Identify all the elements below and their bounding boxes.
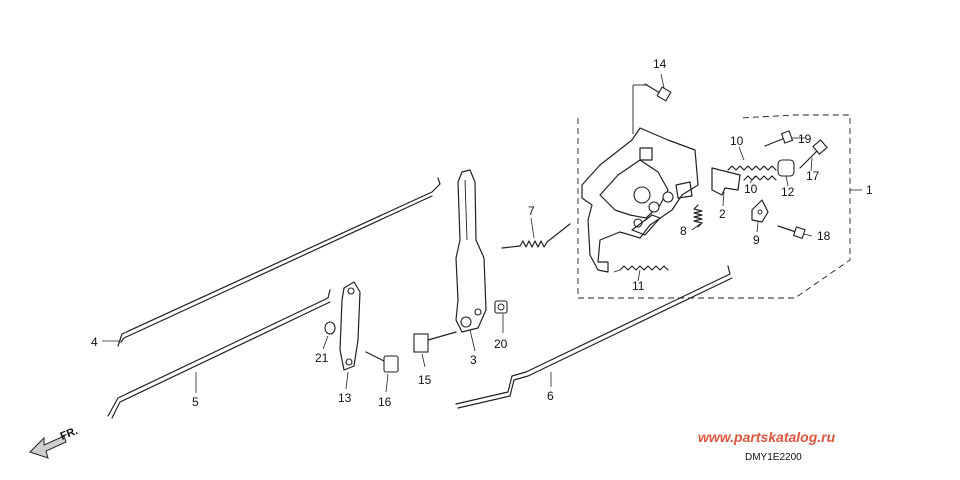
label-2: 2 <box>719 207 726 221</box>
rod-4 <box>117 177 441 347</box>
washer-21 <box>324 321 336 335</box>
leader-lines <box>102 73 813 393</box>
label-11: 11 <box>632 279 645 293</box>
label-17: 17 <box>806 169 820 183</box>
label-20: 20 <box>494 337 508 351</box>
label-5: 5 <box>192 395 199 409</box>
rod-5 <box>107 289 331 419</box>
label-7: 7 <box>528 204 535 218</box>
label-18: 18 <box>817 229 831 243</box>
front-direction-label: FR. <box>59 425 80 443</box>
label-1: 1 <box>866 183 873 197</box>
front-direction-arrow: FR. <box>29 425 80 459</box>
bracket-2 <box>711 167 741 196</box>
label-21: 21 <box>315 351 329 365</box>
bolt-16 <box>365 351 399 373</box>
label-6: 6 <box>547 389 554 403</box>
watermark: www.partskatalog.ru <box>698 429 836 445</box>
bracket-13 <box>339 281 361 371</box>
screw-18 <box>777 225 806 239</box>
label-10-lower: 10 <box>744 182 758 196</box>
label-8: 8 <box>680 224 687 238</box>
rod-6 <box>455 265 733 409</box>
label-19: 19 <box>798 132 812 146</box>
collar-12 <box>777 159 795 177</box>
label-10-upper: 10 <box>730 134 744 148</box>
bolt-17 <box>799 139 828 169</box>
spring-11 <box>613 265 669 273</box>
label-13: 13 <box>338 391 352 405</box>
assembly-outline <box>577 114 862 299</box>
nut-20 <box>494 300 508 314</box>
label-4: 4 <box>91 335 98 349</box>
diagram-code: DMY1E2200 <box>745 452 802 463</box>
label-14: 14 <box>653 57 667 71</box>
label-3: 3 <box>470 353 477 367</box>
bolt-14 <box>644 83 672 102</box>
clip-15 <box>413 331 457 353</box>
control-lever-3 <box>455 169 487 333</box>
label-9: 9 <box>753 233 760 247</box>
control-plate-assembly <box>581 84 699 273</box>
label-15: 15 <box>418 373 432 387</box>
label-16: 16 <box>378 395 392 409</box>
label-12: 12 <box>781 185 795 199</box>
screw-19 <box>764 130 794 147</box>
spring-10 <box>727 165 777 181</box>
spring-8 <box>693 204 703 228</box>
spring-7 <box>501 223 571 249</box>
plate-9 <box>751 199 769 223</box>
